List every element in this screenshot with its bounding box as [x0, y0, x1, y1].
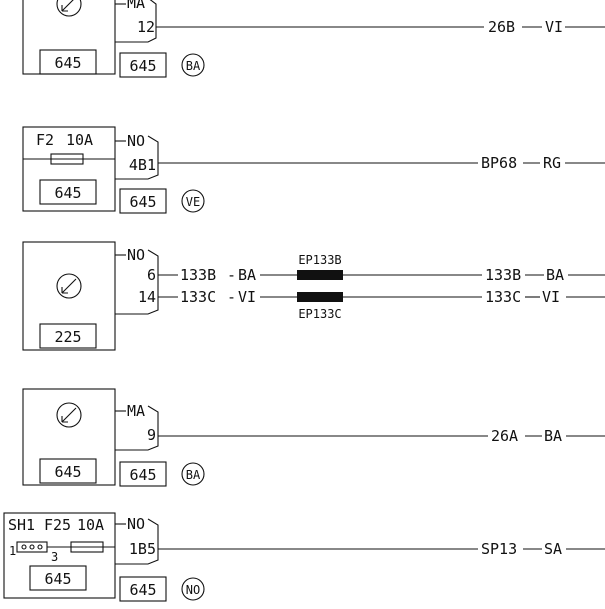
- connector-bracket: [115, 249, 159, 315]
- connector-number: 645: [129, 466, 156, 484]
- connector-color: VE: [186, 195, 200, 209]
- wire-label: 26A: [491, 427, 518, 445]
- shunt-pin: 3: [51, 550, 58, 564]
- shunt-pin: 1: [9, 544, 16, 558]
- pin-number: 1B5: [129, 540, 156, 558]
- box-number-frame: [39, 49, 97, 75]
- box-number: 645: [54, 184, 81, 202]
- relay-symbol-icon: [56, 273, 82, 299]
- splice-label: EP133B: [298, 253, 341, 267]
- connector-bracket: [115, 135, 159, 180]
- connector-color-circle: [181, 462, 205, 486]
- row-4: 645 MA 9 26A BA 645 BA: [22, 388, 605, 487]
- box-number-frame: [39, 323, 97, 349]
- fuse-label: F2: [36, 131, 54, 149]
- connector-color-circle: [181, 577, 205, 601]
- component-box: [22, 241, 116, 351]
- fuse-rating: 10A: [66, 131, 93, 149]
- wire-color: VI: [545, 18, 563, 36]
- connector-number: 645: [129, 193, 156, 211]
- color-code: NO: [127, 246, 145, 264]
- shunt-contact: [29, 544, 35, 550]
- box-number-frame: [39, 458, 97, 484]
- connector-bracket: [115, 405, 159, 451]
- row-1: 645 MA 12 26B VI 645 BA: [22, 0, 605, 78]
- wire-label: 133C: [180, 288, 216, 306]
- connector-color-circle: [181, 53, 205, 77]
- row-2: F2 10A 645 NO 4B1 BP68 RG 645 VE: [22, 126, 605, 214]
- connector-color: BA: [186, 468, 201, 482]
- wire-label: 133C: [485, 288, 521, 306]
- shunt-label: SH1: [8, 516, 35, 534]
- wire-color: BA: [238, 266, 256, 284]
- relay-arrow-icon: [61, 407, 77, 423]
- connector-number-frame: [119, 461, 167, 487]
- fuse-rating: 10A: [77, 516, 104, 534]
- shunt-contact: [37, 544, 43, 550]
- splice-block: [297, 270, 343, 280]
- wire-color: RG: [543, 154, 561, 172]
- relay-arrow-icon: [61, 278, 77, 294]
- wire-separator: -: [227, 266, 236, 284]
- wire-label: BP68: [481, 154, 517, 172]
- connector-number-frame: [119, 52, 167, 78]
- box-number-frame: [39, 179, 97, 205]
- wire-color: SA: [544, 540, 562, 558]
- wire-separator: -: [227, 288, 236, 306]
- pin-number: 14: [138, 288, 156, 306]
- connector-number: 645: [129, 581, 156, 599]
- row-3: 225 NO 6 14 133B - BA EP133B 133B BA 133…: [22, 241, 605, 351]
- wire-color: BA: [544, 427, 562, 445]
- splice-label: EP133C: [298, 307, 341, 321]
- connector-number-frame: [119, 188, 167, 214]
- pin-number: 9: [147, 426, 156, 444]
- color-code: MA: [127, 402, 145, 420]
- wire-color: BA: [546, 266, 564, 284]
- fuse-label: F25: [44, 516, 71, 534]
- connector-color-circle: [181, 189, 205, 213]
- connector-number-frame: [119, 576, 167, 602]
- component-box: [22, 126, 116, 212]
- shunt-contact: [21, 544, 27, 550]
- fuse-icon: [70, 541, 104, 553]
- relay-symbol-icon: [56, 0, 82, 17]
- box-number: 645: [54, 54, 81, 72]
- wire-label: 26B: [488, 18, 515, 36]
- box-number: 645: [44, 570, 71, 588]
- component-box: [3, 512, 116, 599]
- pin-number: 4B1: [129, 156, 156, 174]
- connector-color: BA: [186, 59, 201, 73]
- relay-symbol-icon: [56, 402, 82, 428]
- color-code: NO: [127, 132, 145, 150]
- box-number: 225: [54, 328, 81, 346]
- row-5: SH1 F25 10A 1 3 645 NO 1B5 SP13 SA 645 N…: [3, 512, 605, 602]
- wire-color: VI: [542, 288, 560, 306]
- color-code: MA: [127, 0, 145, 12]
- color-code: NO: [127, 515, 145, 533]
- connector-color: NO: [186, 583, 200, 597]
- box-number-frame: [29, 565, 87, 591]
- wire-color: VI: [238, 288, 256, 306]
- relay-arrow-icon: [61, 0, 74, 12]
- component-box: [22, 388, 116, 486]
- pin-number: 12: [137, 18, 155, 36]
- pin-number: 6: [147, 266, 156, 284]
- splice-block: [297, 292, 343, 302]
- connector-bracket: [115, 518, 159, 565]
- connector-number: 645: [129, 57, 156, 75]
- wire-label: 133B: [485, 266, 521, 284]
- fuse-icon: [50, 153, 84, 165]
- wire-label: SP13: [481, 540, 517, 558]
- connector-bracket: [115, 0, 157, 43]
- wire-label: 133B: [180, 266, 216, 284]
- box-number: 645: [54, 463, 81, 481]
